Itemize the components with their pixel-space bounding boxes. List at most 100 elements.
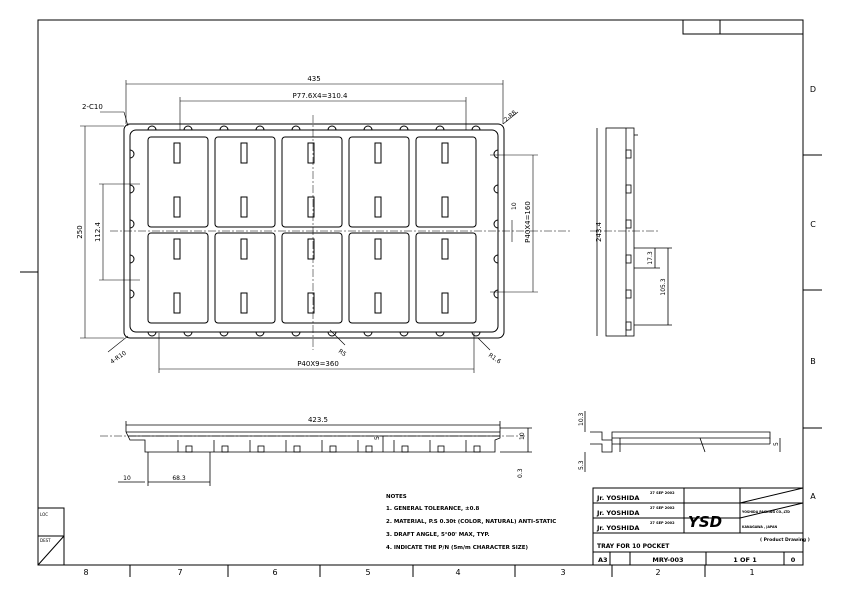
checked-date: 27 SEP 2002 — [650, 506, 675, 510]
drawn-date: 27 SEP 2002 — [650, 491, 675, 495]
dim-side-17-3: 17.3 — [647, 251, 654, 265]
edge-bump — [327, 125, 337, 131]
dim-front-left-10: 10 — [123, 475, 131, 482]
column-label: 5 — [365, 568, 370, 577]
dim-front-68-3: 68.3 — [172, 475, 186, 482]
pocket-slot — [441, 292, 449, 314]
edge-bump — [471, 125, 481, 131]
dim-pitch-x4: P77.6X4=310.4 — [293, 92, 349, 100]
pocket-slot — [441, 142, 449, 164]
pocket — [281, 136, 343, 228]
column-label: 8 — [83, 568, 88, 577]
pocket — [147, 232, 209, 324]
front-notch — [329, 445, 337, 453]
edge-bump — [183, 331, 193, 337]
drawing-number: MRY-003 — [652, 556, 683, 564]
pocket — [214, 136, 276, 228]
dim-pitch-x9: P40X9=360 — [297, 360, 339, 368]
dim-side-height: 243.4 — [595, 221, 603, 242]
notes-block: NOTES 1. GENERAL TOLERANCE, ±0.8 2. MATE… — [386, 494, 556, 551]
dim-slot: 10 — [511, 202, 518, 210]
revision: 0 — [791, 556, 796, 564]
pocket-slot — [173, 142, 181, 164]
front-notch — [185, 445, 193, 453]
approved-date: 27 SEP 2002 — [650, 521, 675, 525]
front-notch — [257, 445, 265, 453]
dim-front-0-3: 0.3 — [517, 468, 524, 478]
edge-bump — [129, 184, 135, 194]
edge-bump — [493, 289, 499, 299]
pocket-slot — [441, 196, 449, 218]
pocket-slot — [374, 238, 382, 260]
column-label: 7 — [177, 568, 182, 577]
edge-bump — [291, 125, 301, 131]
edge-bump — [129, 149, 135, 159]
row-label: D — [810, 85, 816, 94]
pocket-slot — [173, 196, 181, 218]
side-notch — [625, 184, 632, 194]
edge-bump — [219, 331, 229, 337]
edge-bump — [493, 219, 499, 229]
front-notch — [473, 445, 481, 453]
note-4: 4. INDICATE THE P/N (5m/m CHARACTER SIZE… — [386, 545, 529, 551]
pocket — [348, 232, 410, 324]
edge-bump — [147, 331, 157, 337]
column-label: 2 — [655, 568, 660, 577]
section-detail-view — [584, 411, 781, 472]
drawn-by: Jr. YOSHIDA — [596, 494, 639, 502]
edge-bump — [363, 125, 373, 131]
loc-label: LOC — [40, 512, 48, 517]
front-notch — [437, 445, 445, 453]
pocket-slot — [240, 142, 248, 164]
edge-bump — [327, 331, 337, 337]
pocket-slot — [240, 292, 248, 314]
pocket — [415, 232, 477, 324]
drawing-title: TRAY FOR 10 POCKET — [597, 543, 670, 550]
company-location: KANAGAWA , JAPAN — [742, 525, 777, 529]
sheet-size: A3 — [598, 556, 608, 564]
company-logo: YSD — [688, 513, 722, 531]
pocket-slot — [240, 196, 248, 218]
pocket — [147, 136, 209, 228]
front-notch — [401, 445, 409, 453]
tray-front-view — [118, 421, 532, 486]
dim-overall-width: 435 — [307, 75, 320, 83]
dim-front-length: 423.5 — [308, 416, 328, 424]
drawing-type: ( Product Drawing ) — [760, 537, 810, 543]
pocket-slot — [240, 238, 248, 260]
dim-detail-10-3: 10.3 — [578, 412, 585, 426]
edge-bump — [183, 125, 193, 131]
pocket-slot — [441, 238, 449, 260]
approved-by: Jr. YOSHIDA — [596, 524, 639, 532]
dim-pitch-y4: P40X4=160 — [524, 201, 532, 243]
pocket-slot — [307, 292, 315, 314]
edge-bump — [493, 254, 499, 264]
dim-overall-height: 250 — [76, 225, 84, 238]
note-2: 2. MATERIAL, P.S 0.30t (COLOR, NATURAL) … — [386, 519, 556, 525]
company-name: YOSHIDA PACKING CO.,LTD — [741, 510, 790, 514]
edge-bump — [363, 331, 373, 337]
pocket-slot — [307, 238, 315, 260]
notes-heading: NOTES — [386, 494, 407, 500]
row-label: C — [810, 220, 816, 229]
edge-bump — [493, 149, 499, 159]
note-3: 3. DRAFT ANGLE, 5°00' MAX, TYP. — [386, 532, 490, 538]
edge-bump — [399, 331, 409, 337]
dimension-lines — [80, 80, 538, 373]
edge-bump — [291, 331, 301, 337]
dim-radius-r5: R5 — [337, 348, 348, 358]
pocket-slot — [173, 238, 181, 260]
side-notch — [625, 149, 632, 159]
dim-chamfer: 2-C10 — [82, 103, 103, 111]
checked-by: Jr. YOSHIDA — [596, 509, 639, 517]
edge-bump — [493, 184, 499, 194]
pocket — [281, 232, 343, 324]
edge-bump — [129, 254, 135, 264]
front-notch — [293, 445, 301, 453]
row-label: A — [810, 492, 816, 501]
pocket — [415, 136, 477, 228]
sheet-number: 1 OF 1 — [733, 556, 757, 564]
dim-radius-bottom-left: 4-R10 — [109, 350, 128, 366]
